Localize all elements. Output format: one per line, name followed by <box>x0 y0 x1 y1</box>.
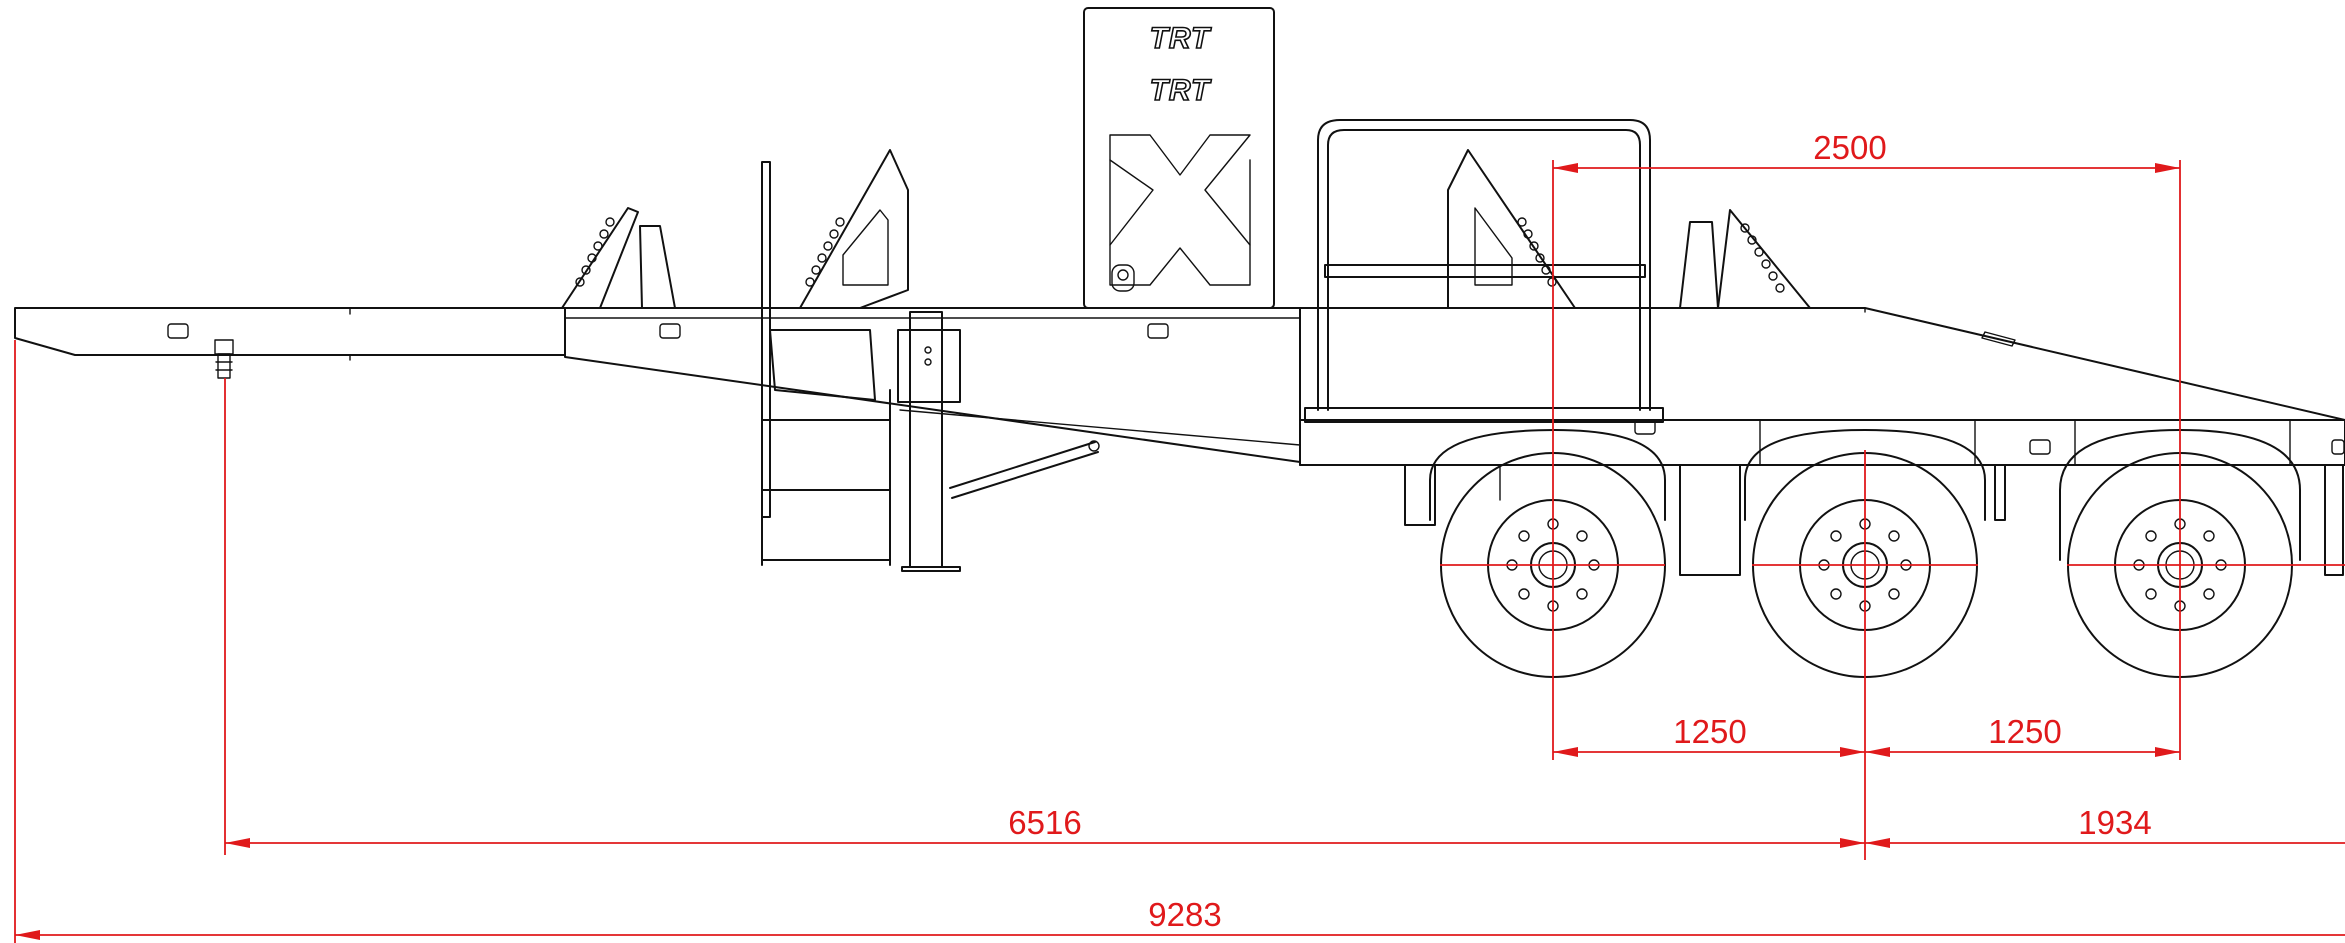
guard-rail <box>1304 119 1664 423</box>
dimension-2500: 2500 <box>1813 129 1886 166</box>
dimension-1250-front: 1250 <box>1673 713 1746 750</box>
landing-gear <box>897 311 1100 572</box>
dimension-lines: 2500 1250 1250 6516 1934 9283 <box>14 129 2345 943</box>
dimension-1250-rear: 1250 <box>1988 713 2061 750</box>
tool-box: TRT TRT <box>1083 7 1275 309</box>
logo-top: TRT <box>1150 22 1212 55</box>
dimension-6516: 6516 <box>1008 804 1081 841</box>
kingpin <box>214 339 234 379</box>
dimension-1934: 1934 <box>2078 804 2151 841</box>
trailer-frame <box>14 307 2345 466</box>
support-bracket-1 <box>561 207 676 309</box>
suspension <box>1404 419 2344 576</box>
axle-1 <box>1429 429 1666 678</box>
support-bracket-2 <box>799 149 909 309</box>
dimension-9283: 9283 <box>1148 896 1221 933</box>
support-bracket-4 <box>1679 209 1811 309</box>
support-bracket-3 <box>1447 149 1576 309</box>
logo-bottom: TRT <box>1150 74 1212 107</box>
access-ladder <box>761 161 891 566</box>
